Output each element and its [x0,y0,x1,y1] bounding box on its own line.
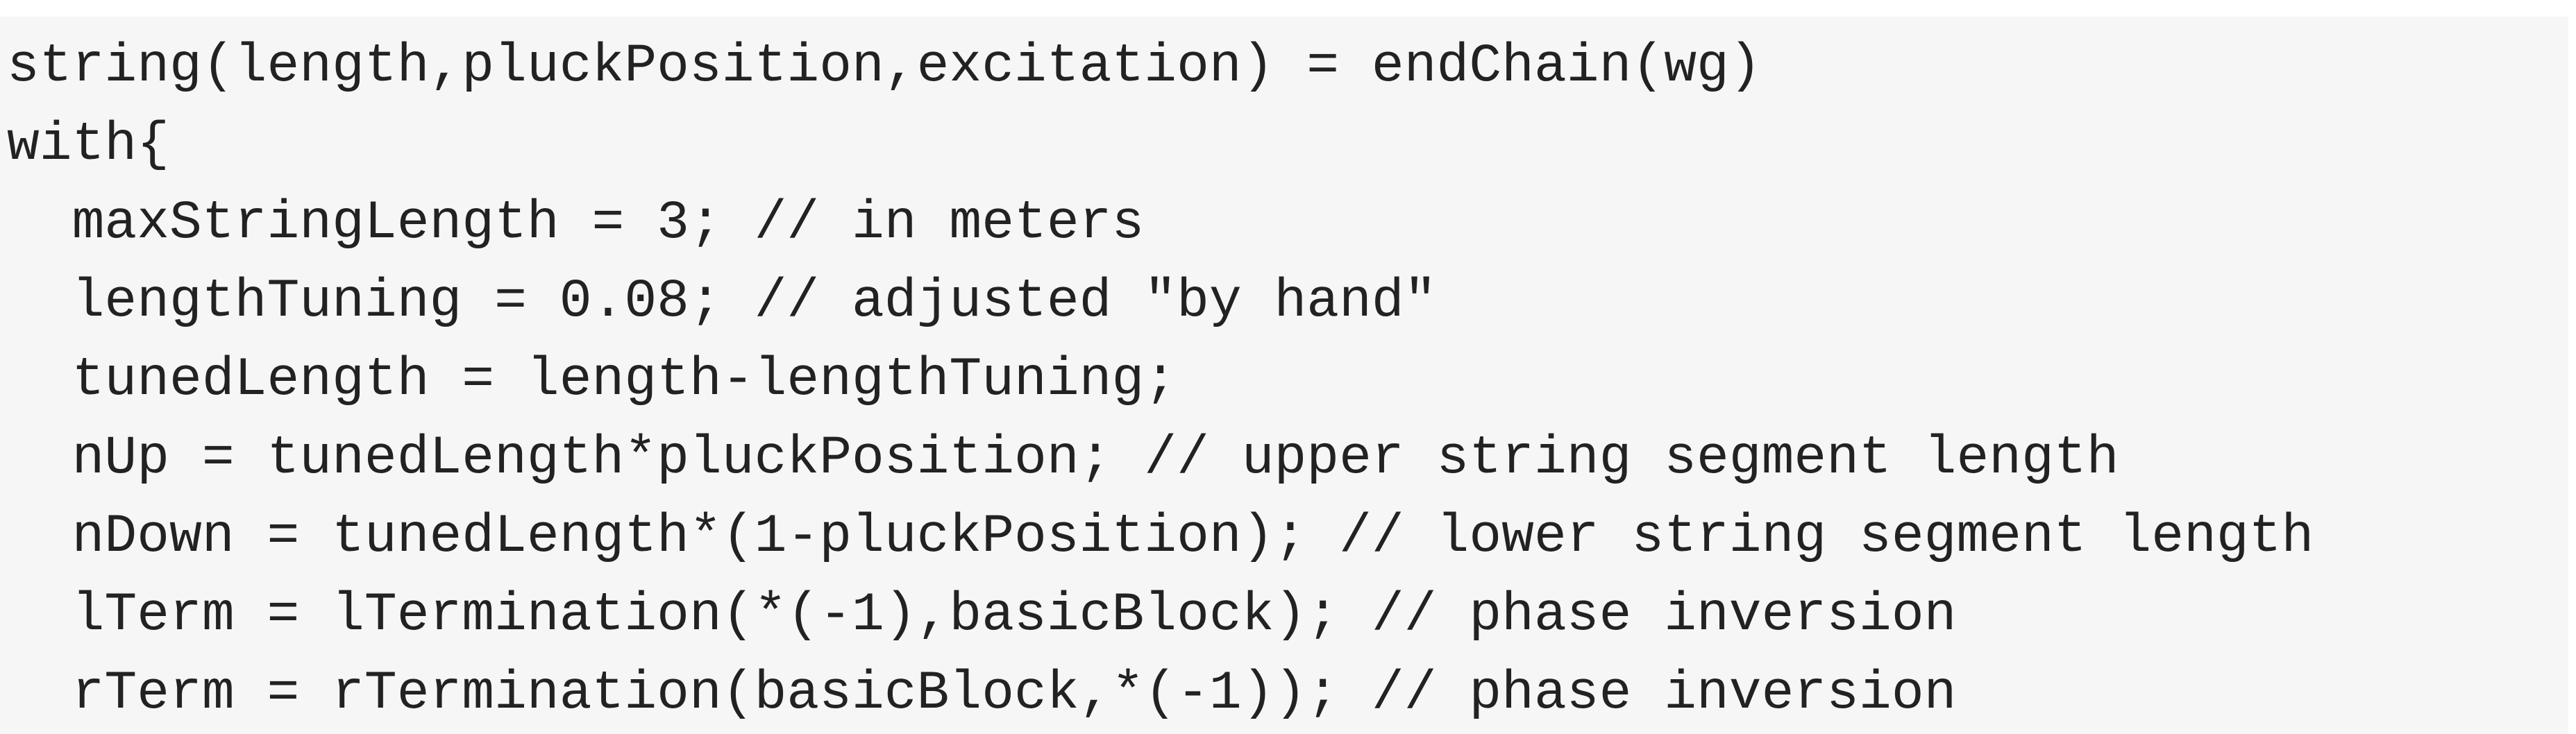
code-line: string(length,pluckPosition,excitation) … [7,36,1762,97]
code-line: lengthTuning = 0.08; // adjusted "by han… [7,271,1437,332]
code-line: nUp = tunedLength*pluckPosition; // uppe… [7,428,2119,489]
code-line: tunedLength = length-lengthTuning; [7,350,1177,411]
code-line: maxStringLength = 3; // in meters [7,193,1145,254]
code-line: with{ [7,114,170,176]
code-block: string(length,pluckPosition,excitation) … [0,17,2568,734]
code-line: lTerm = lTermination(*(-1),basicBlock); … [7,585,1957,646]
code-line: rTerm = rTermination(basicBlock,*(-1)); … [7,663,1957,724]
code-line: nDown = tunedLength*(1-pluckPosition); /… [7,506,2314,567]
